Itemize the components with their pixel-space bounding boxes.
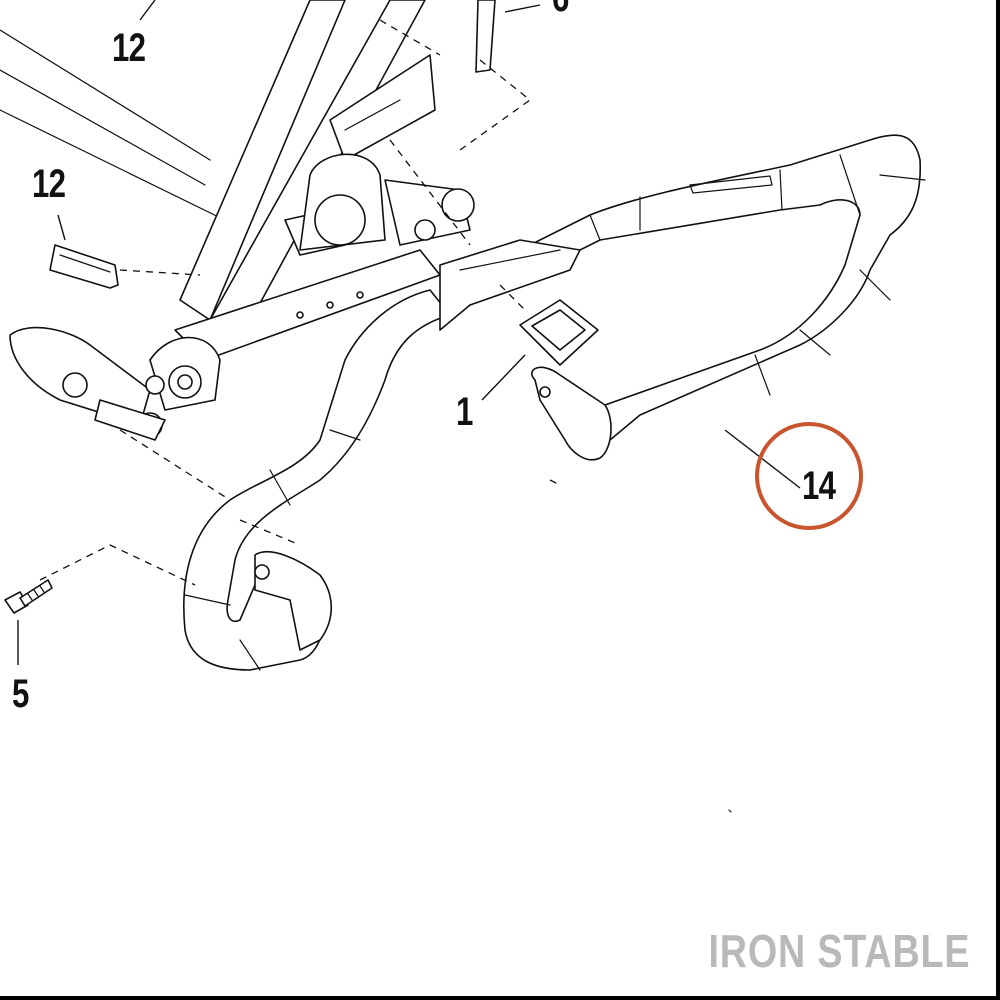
callout-12-left: 12: [32, 162, 66, 206]
clip-12: [49, 244, 119, 289]
callout-5: 5: [12, 672, 29, 716]
bolt-5: [4, 579, 53, 614]
engine-guard-14: [183, 134, 926, 671]
footpeg-mount: [9, 326, 221, 441]
callout-12-top: 12: [112, 26, 146, 70]
strip-6: [475, 0, 496, 73]
watermark: IRON STABLE: [708, 925, 970, 977]
callout-6: 6: [552, 0, 569, 18]
callout-1: 1: [456, 390, 473, 434]
assembly-guides: [39, 19, 561, 586]
frame-bracket: [299, 54, 475, 251]
callout-14: 14: [802, 464, 836, 508]
leader-lines: [17, 0, 801, 665]
highlight-circle: [755, 422, 863, 530]
isolator-1: [519, 299, 599, 366]
